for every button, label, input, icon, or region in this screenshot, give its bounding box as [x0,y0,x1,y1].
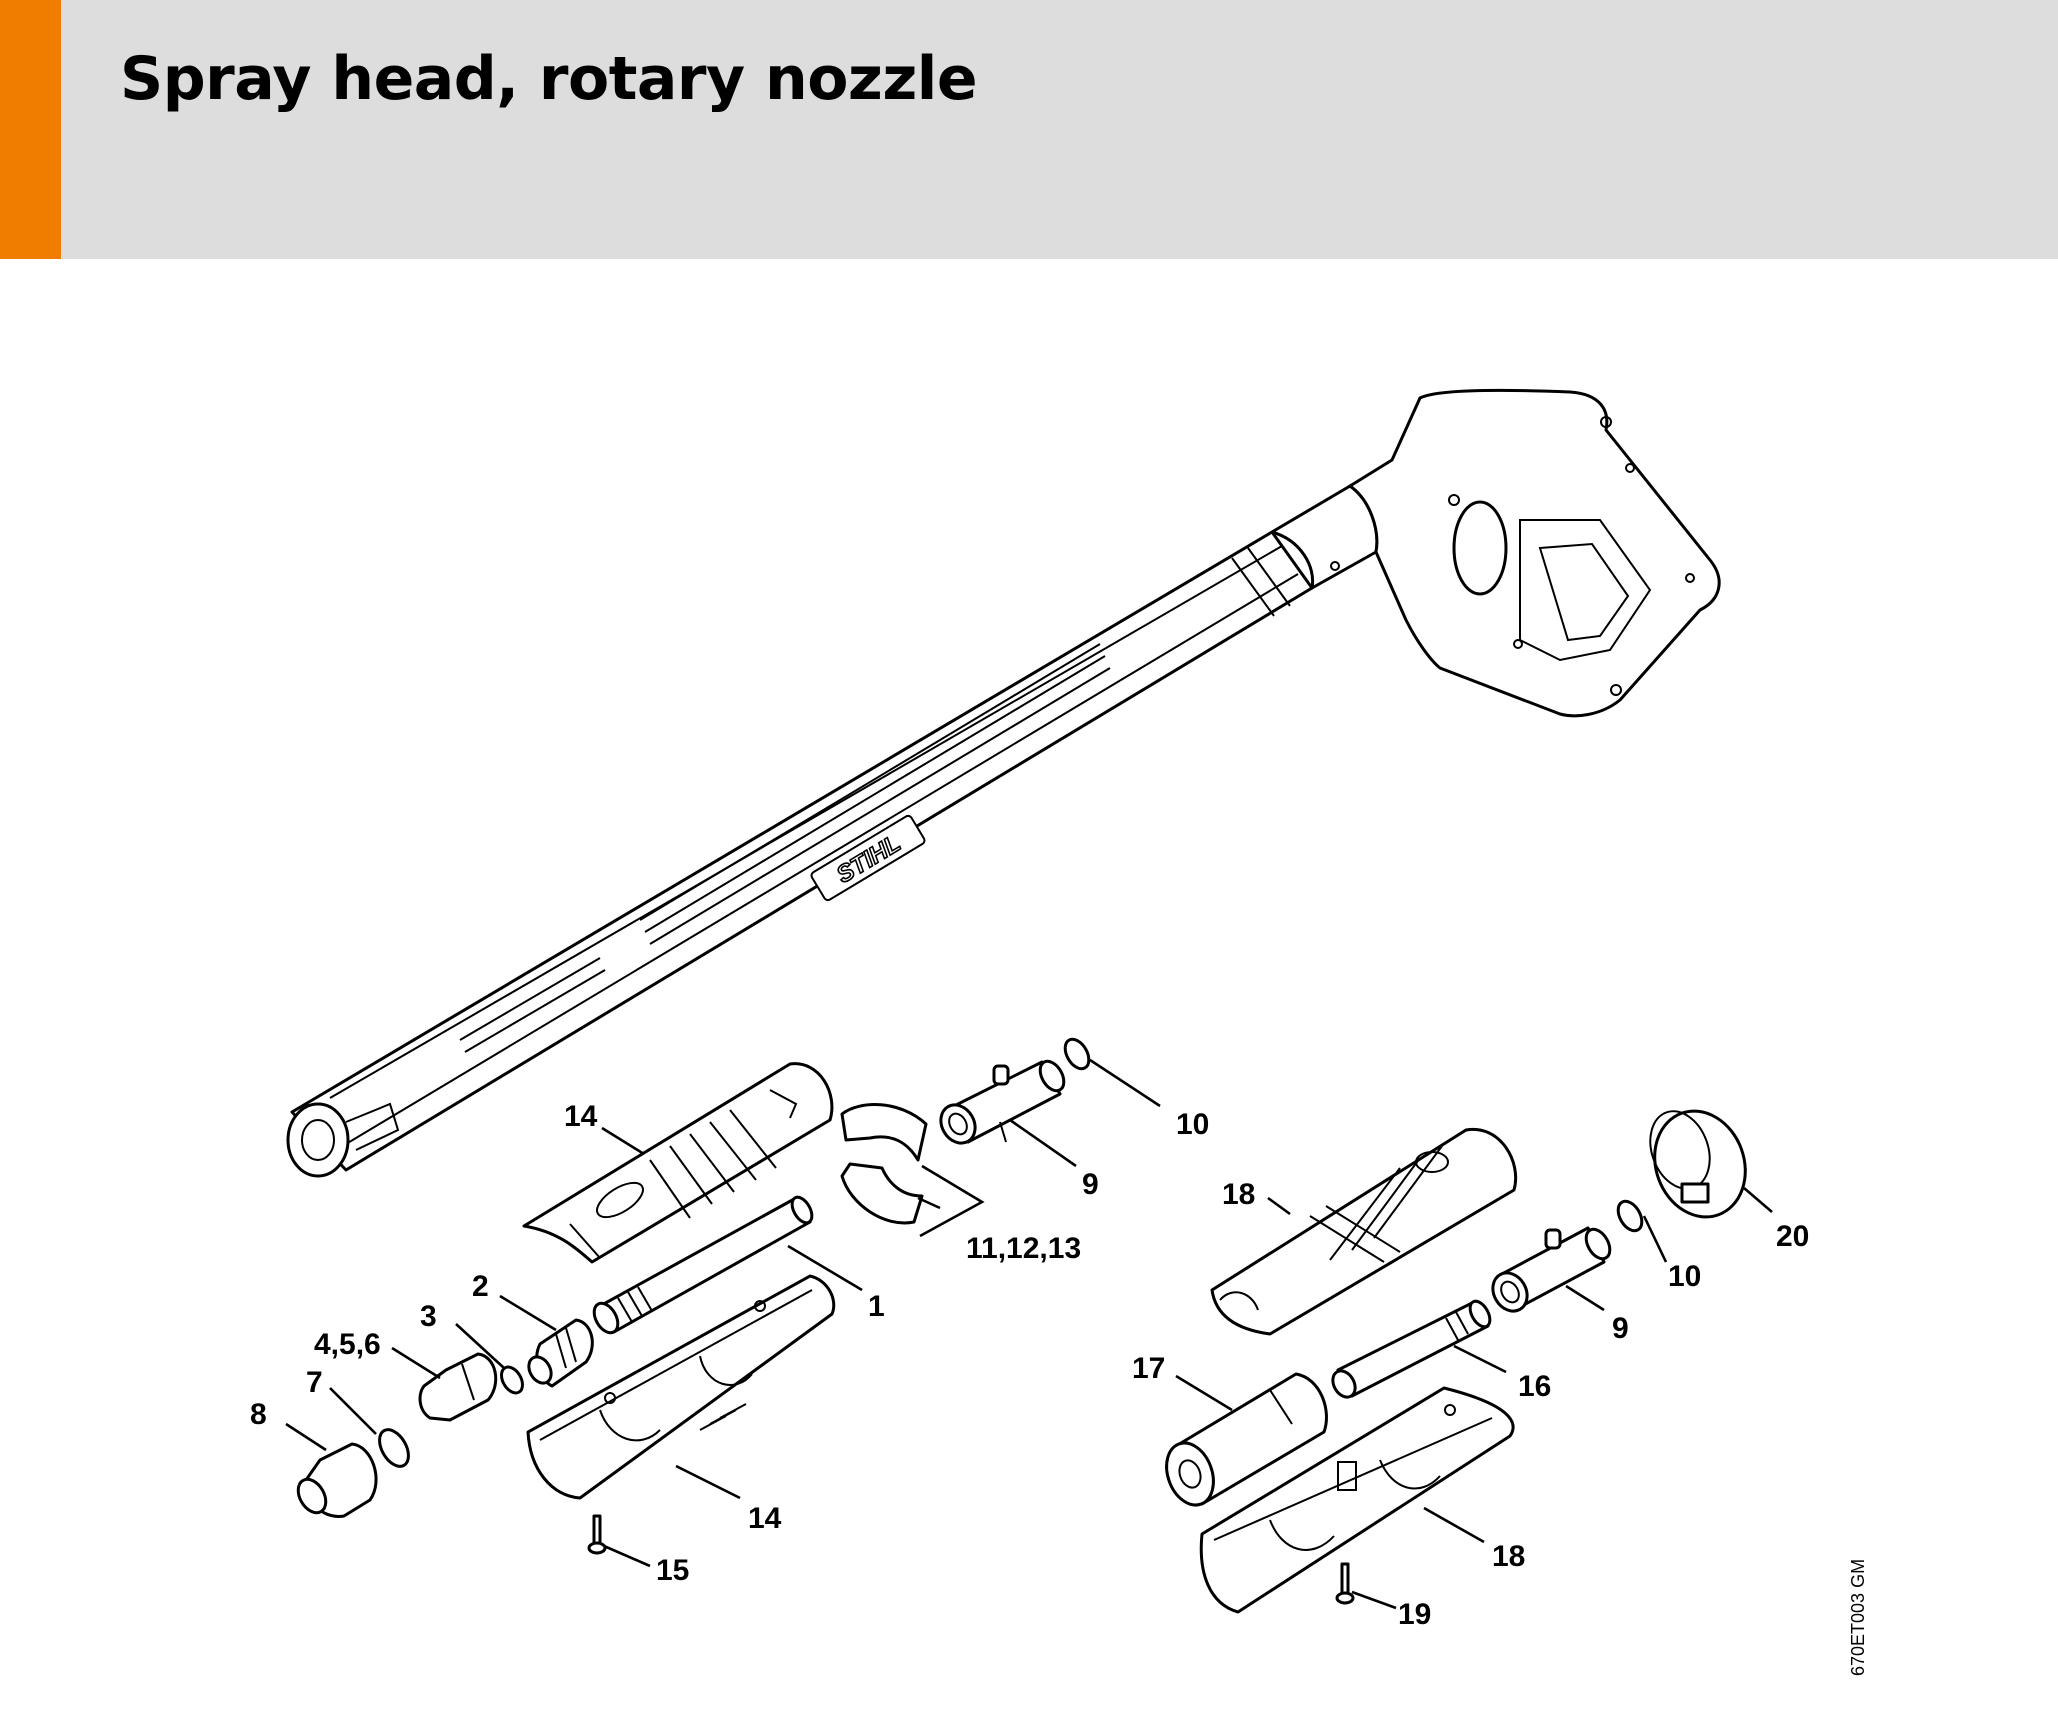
part-9-fitting-right [1491,1226,1612,1313]
label-1: 1 [868,1290,885,1323]
part-10-oring-left [1063,1037,1091,1071]
label-7: 7 [306,1366,323,1399]
part-9-fitting-left [939,1059,1066,1145]
spray-lance: STIHL [286,388,1721,1178]
leader-lines [285,1058,1773,1610]
page-title: Spray head, rotary nozzle [120,44,978,114]
label-9-right: 9 [1612,1312,1629,1345]
part-11-12-13-clamps [840,1103,928,1225]
part-18-lower-shell [1199,1386,1515,1614]
part-15-screw [587,1514,607,1555]
accent-bar [0,0,61,259]
part-16-tube [1331,1299,1492,1399]
part-20-end-cap [1649,1109,1747,1219]
label-18-top: 18 [1222,1178,1255,1211]
label-18-bottom: 18 [1492,1540,1525,1573]
label-11-12-13: 11,12,13 [966,1232,1081,1265]
label-4-5-6: 4,5,6 [314,1328,381,1361]
part-18-upper-shell [1210,1127,1517,1336]
label-15: 15 [656,1554,689,1587]
part-14-lower-shell [526,1274,836,1500]
label-8: 8 [250,1398,267,1431]
label-19: 19 [1398,1598,1431,1631]
part-17-rotary-nozzle-body [1165,1372,1328,1507]
part-2-nozzle-insert [527,1318,594,1388]
label-9-left: 9 [1082,1168,1099,1201]
label-16: 16 [1518,1370,1551,1403]
part-8-nozzle-cap [296,1442,378,1518]
label-10-right: 10 [1668,1260,1701,1293]
part-4-5-6-rotary-nozzle [418,1352,498,1422]
part-19-screw [1335,1562,1355,1605]
stihl-logo: STIHL [810,814,926,902]
part-1-tube [592,1195,814,1335]
drawing-code: 670ET003 GM [1848,1559,1868,1676]
label-14-bottom: 14 [748,1502,782,1535]
part-labels: 14 10 9 11,12,13 1 2 3 4,5,6 7 8 14 15 1… [250,1100,1809,1631]
label-14-top: 14 [564,1100,598,1133]
title-band [0,0,2058,259]
label-3: 3 [420,1300,437,1333]
part-14-upper-shell [522,1062,834,1264]
part-7-oring [378,1428,410,1468]
label-10-left: 10 [1176,1108,1209,1141]
part-3-oring [500,1365,524,1395]
label-20: 20 [1776,1220,1809,1253]
label-2: 2 [472,1270,489,1303]
part-10-oring-right [1616,1199,1644,1233]
label-17: 17 [1132,1352,1165,1385]
